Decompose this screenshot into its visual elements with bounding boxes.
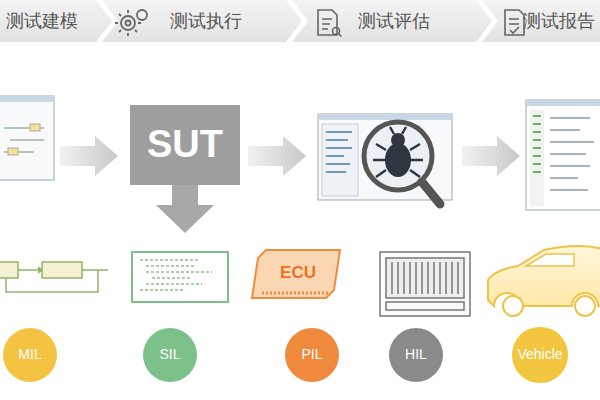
node-text: 测试评估 <box>358 11 430 31</box>
model-screenshot <box>0 96 54 180</box>
node-text: 测试执行 <box>170 11 242 31</box>
step-label: 测试评估 <box>355 9 433 33</box>
level-circle: MIL <box>3 328 57 382</box>
node-text: SUT <box>147 124 223 166</box>
hil-rack <box>380 252 470 316</box>
level-circle: Vehicle <box>512 327 567 382</box>
node-text: 测试建模 <box>6 11 78 31</box>
block-diagram <box>0 262 108 292</box>
level-circle: SIL <box>143 328 197 382</box>
evaluation-screenshot <box>318 114 452 204</box>
level-circle: HIL <box>389 328 443 382</box>
node-text: ECU <box>280 264 316 283</box>
step-label: 测试执行 <box>167 9 245 33</box>
chevron-band <box>0 0 600 42</box>
code-listing <box>132 252 228 302</box>
ecu-module <box>252 250 340 298</box>
level-circle: PIL <box>285 328 339 382</box>
node-text: HIL <box>405 347 427 362</box>
step-label: 测试建模 <box>3 9 81 33</box>
vehicle-outline <box>488 246 600 316</box>
sut-box: SUT <box>130 105 240 185</box>
report-screenshot <box>526 100 600 210</box>
node-text: 测试报告 <box>523 11 595 31</box>
node-text: MIL <box>18 347 41 362</box>
step-label: 测试报告 <box>520 9 598 33</box>
gear-icon <box>115 10 147 36</box>
document-icon <box>318 10 342 37</box>
ecu-label: ECU <box>277 262 319 285</box>
node-text: SIL <box>159 347 180 362</box>
node-text: PIL <box>301 347 322 362</box>
sut-down-arrow <box>156 185 214 233</box>
node-text: Vehicle <box>517 347 562 362</box>
report-icon <box>505 10 524 35</box>
